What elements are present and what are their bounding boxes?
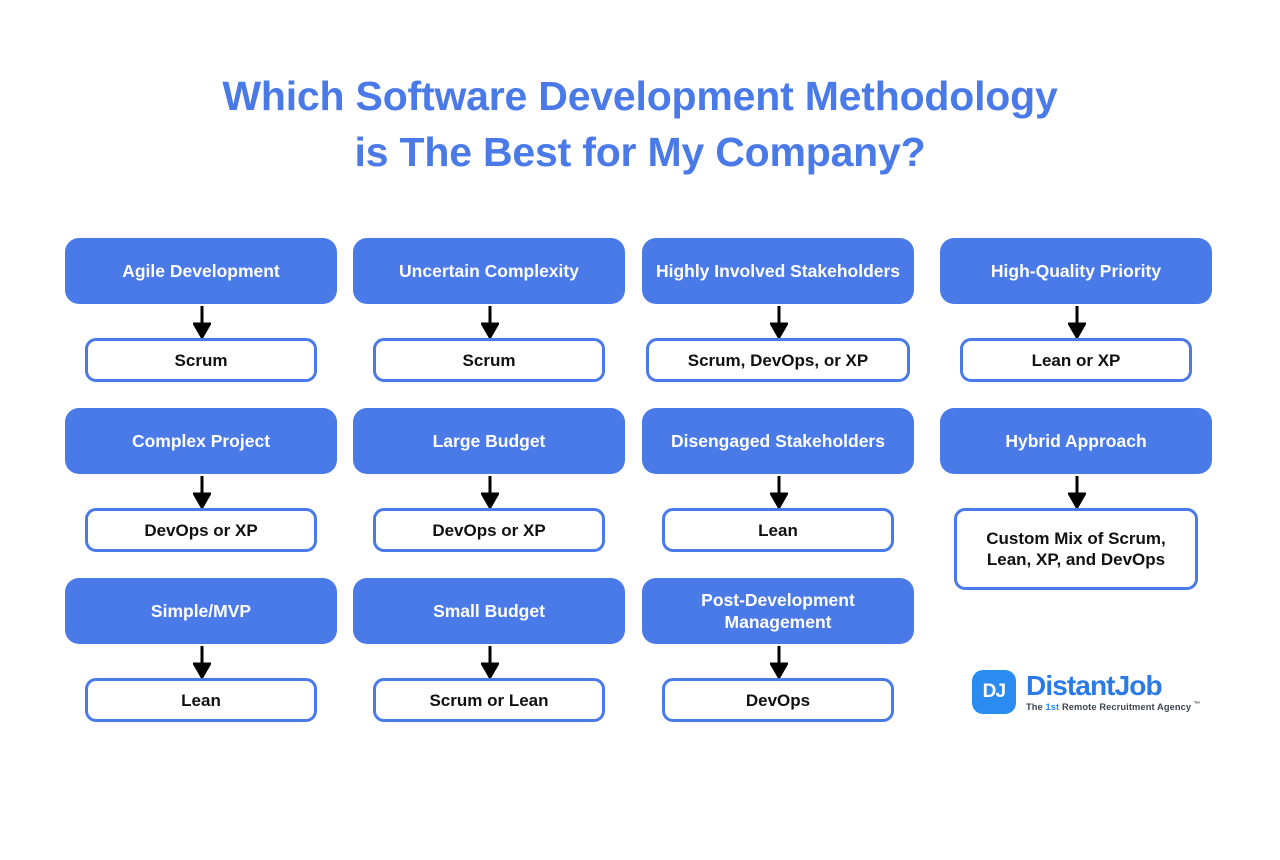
down-arrow-icon [770,646,788,678]
down-arrow-icon [1068,476,1086,508]
logo-monogram-icon: DJ [972,670,1016,714]
recommendation-box[interactable]: Custom Mix of Scrum, Lean, XP, and DevOp… [954,508,1198,590]
down-arrow-icon [481,646,499,678]
recommendation-box[interactable]: DevOps [662,678,894,722]
condition-box[interactable]: Highly Involved Stakeholders [642,238,914,304]
tagline-highlight: 1st [1045,702,1060,713]
down-arrow-icon [193,646,211,678]
condition-box[interactable]: Post-Development Management [642,578,914,644]
recommendation-box[interactable]: Scrum [85,338,317,382]
recommendation-box[interactable]: DevOps or XP [85,508,317,552]
page-title: Which Software Development Methodology i… [0,68,1280,180]
recommendation-box[interactable]: DevOps or XP [373,508,605,552]
page-title-line-1: Which Software Development Methodology [222,73,1058,119]
page-title-line-2: is The Best for My Company? [354,129,926,175]
condition-box[interactable]: Hybrid Approach [940,408,1212,474]
logo-wordmark: DistantJob [1026,670,1163,702]
recommendation-box[interactable]: Scrum, DevOps, or XP [646,338,910,382]
tagline-suffix: Remote Recruitment Agency [1059,702,1194,713]
methodology-flowchart: Agile Development Scrum Complex Project … [0,230,1280,750]
recommendation-box[interactable]: Scrum or Lean [373,678,605,722]
distantjob-logo[interactable]: DJ DistantJob The 1st Remote Recruitment… [972,668,1200,716]
down-arrow-icon [770,476,788,508]
condition-box[interactable]: Large Budget [353,408,625,474]
down-arrow-icon [193,476,211,508]
condition-box[interactable]: Agile Development [65,238,337,304]
condition-box[interactable]: Simple/MVP [65,578,337,644]
condition-box[interactable]: Disengaged Stakeholders [642,408,914,474]
recommendation-box[interactable]: Lean [85,678,317,722]
down-arrow-icon [1068,306,1086,338]
recommendation-box[interactable]: Lean or XP [960,338,1192,382]
condition-box[interactable]: Complex Project [65,408,337,474]
recommendation-box[interactable]: Lean [662,508,894,552]
down-arrow-icon [481,476,499,508]
down-arrow-icon [770,306,788,338]
down-arrow-icon [193,306,211,338]
trademark-symbol: ™ [1193,701,1201,709]
logo-tagline: The 1st Remote Recruitment Agency ™ [1026,701,1200,712]
condition-box[interactable]: Uncertain Complexity [353,238,625,304]
condition-box[interactable]: Small Budget [353,578,625,644]
condition-box[interactable]: High-Quality Priority [940,238,1212,304]
logo-text-group: DistantJob The 1st Remote Recruitment Ag… [1026,671,1200,712]
tagline-prefix: The [1026,702,1046,713]
down-arrow-icon [481,306,499,338]
recommendation-box[interactable]: Scrum [373,338,605,382]
